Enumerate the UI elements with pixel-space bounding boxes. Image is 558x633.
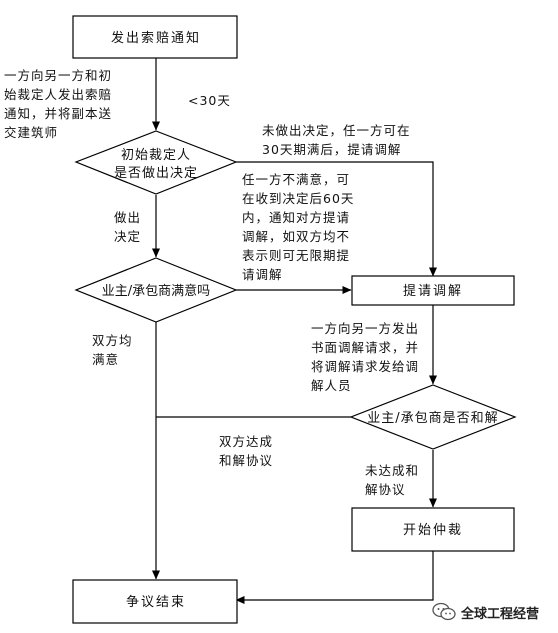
label-mediation-request-line: 将调解请求发给调: [311, 359, 420, 374]
node-arbitration-text: 开始仲裁: [403, 522, 463, 538]
label-both-satisfied: 双方均 满意: [92, 331, 133, 369]
label-mediation-request-line: 解人员: [311, 378, 352, 393]
label-no-decision-line: 未做出决定，任一方可在: [262, 123, 411, 138]
wechat-icon: [432, 602, 456, 621]
label-agreement-reached: 双方达成 和解协议: [219, 432, 273, 470]
label-unsatisfied-line: 内，通知对方提请: [242, 210, 351, 225]
label-send-notice-line: 通知，并将副本送: [4, 106, 113, 121]
label-agreement-reached-line: 和解协议: [219, 453, 274, 468]
label-decided: 做出 决定: [114, 208, 141, 246]
watermark-text: 全球工程经营: [461, 606, 540, 622]
node-agreement-text: 业主/承包商是否和解: [367, 411, 498, 426]
label-no-agreement-line: 未达成和: [365, 463, 420, 478]
node-notify-box: [72, 15, 238, 59]
label-mediation-request-line: 一方向另一方发出: [311, 321, 420, 336]
label-mediation-request: 一方向另一方发出 书面调解请求，并 将调解请求发给调 解人员: [311, 319, 419, 395]
label-both-satisfied-line: 满意: [92, 352, 120, 367]
node-satisfied-diamond: [74, 257, 238, 323]
node-arbitration-box: [351, 507, 515, 552]
label-no-agreement-line: 解协议: [365, 482, 406, 497]
label-decided-line: 做出: [114, 210, 142, 225]
label-unsatisfied-line: 请调解: [242, 267, 283, 282]
node-end-box: [72, 579, 238, 624]
node-decision-line1: 初始裁定人: [121, 147, 191, 163]
label-30-days-text: <30天: [188, 93, 231, 108]
label-send-notice: 一方向另一方和初 始裁定人发出索赔 通知，并将副本送 交建筑师: [4, 66, 112, 142]
edge-no-decision-to-mediation: [236, 161, 437, 277]
label-no-agreement: 未达成和 解协议: [365, 461, 419, 499]
node-end-text: 争议结束: [126, 595, 186, 610]
label-30-days: <30天: [188, 91, 231, 110]
label-unsatisfied-line: 在收到决定后60天: [242, 191, 355, 206]
node-satisfied-text: 业主/承包商满意吗: [102, 283, 210, 299]
node-notify-text: 发出索赔通知: [111, 30, 201, 46]
label-unsatisfied-line: 表示则可无限期提: [242, 248, 351, 263]
label-no-decision: 未做出决定，任一方可在 30天期满后，提请调解: [262, 121, 411, 159]
node-agreement-diamond: [349, 384, 517, 450]
node-decision-line2: 是否做出决定: [114, 166, 198, 181]
label-unsatisfied-line: 任一方不满意，可: [242, 172, 351, 187]
label-unsatisfied-line: 调解，如双方均不: [242, 229, 351, 244]
label-decided-line: 决定: [114, 229, 142, 244]
label-mediation-request-line: 书面调解请求，并: [311, 340, 420, 355]
edge-arbitration-to-end: [235, 551, 434, 604]
node-mediation-text: 提请调解: [403, 283, 463, 299]
node-decision-diamond: [74, 130, 238, 195]
watermark: 全球工程经营: [432, 597, 558, 627]
label-both-satisfied-line: 双方均: [92, 333, 133, 348]
label-send-notice-line: 一方向另一方和初: [4, 68, 113, 83]
node-mediation-box: [351, 275, 515, 306]
label-no-decision-line: 30天期满后，提请调解: [262, 142, 402, 157]
label-send-notice-line: 交建筑师: [4, 125, 59, 140]
label-send-notice-line: 始裁定人发出索赔: [4, 87, 113, 102]
label-agreement-reached-line: 双方达成: [219, 434, 274, 449]
label-unsatisfied: 任一方不满意，可 在收到决定后60天 内，通知对方提请 调解，如双方均不 表示则…: [242, 170, 354, 284]
